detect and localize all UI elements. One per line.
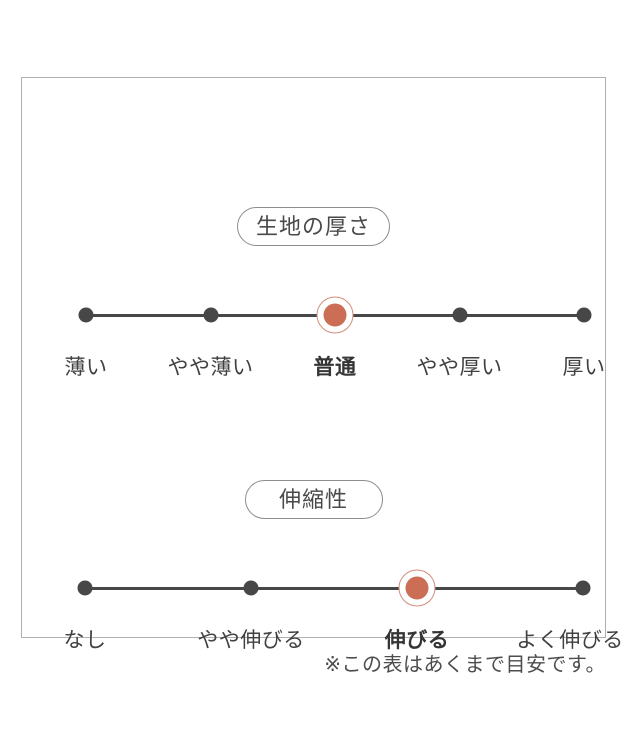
- point-marker: [78, 307, 94, 323]
- scale-label: 薄い: [64, 356, 108, 379]
- point-marker: [77, 580, 93, 596]
- selected-point-inner-dot: [405, 576, 429, 600]
- disclaimer-note: ※この表はあくまで目安です。: [324, 654, 606, 676]
- thickness-scale-title: 生地の厚さ: [236, 207, 390, 246]
- selected-point-inner-dot: [323, 303, 347, 327]
- scale-label: やや薄い: [167, 356, 254, 379]
- point-marker: [576, 307, 592, 323]
- point-marker: [575, 580, 591, 596]
- selected-point-marker: [316, 296, 354, 334]
- point-marker: [452, 307, 467, 323]
- scale-label-selected: 普通: [313, 356, 357, 379]
- scale-label-selected: 伸びる: [384, 629, 450, 652]
- point-marker: [203, 307, 218, 323]
- scale-label: やや伸びる: [197, 629, 305, 652]
- selected-point-marker: [398, 569, 436, 607]
- point-marker: [243, 580, 259, 596]
- stretch-scale-title: 伸縮性: [244, 480, 383, 519]
- scale-label: なし: [63, 629, 107, 652]
- scale-label: よく伸びる: [516, 629, 624, 652]
- spec-chart-panel: 生地の厚さ 薄い やや薄い 普通 やや厚い 厚い 伸縮性 なし やや伸びる 伸びる よく伸びる: [21, 77, 623, 652]
- scale-label: やや厚い: [416, 356, 503, 379]
- scale-label: 厚い: [562, 356, 606, 379]
